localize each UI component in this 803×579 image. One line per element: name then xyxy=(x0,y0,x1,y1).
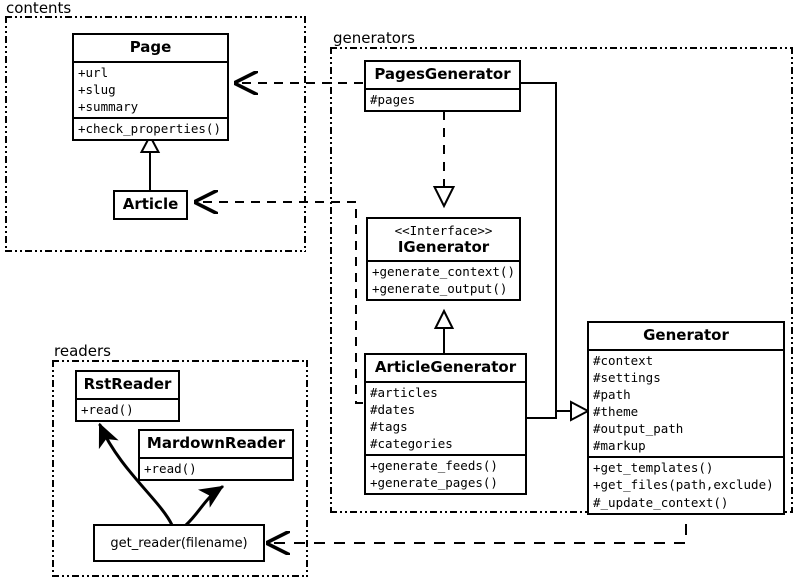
class-igenerator-title: <<Interface>> IGenerator xyxy=(368,219,519,260)
class-member: #dates xyxy=(370,401,416,417)
class-member: +generate_context() xyxy=(372,264,515,280)
class-member: +generate_output() xyxy=(372,281,508,297)
class-generator-title: Generator xyxy=(643,326,729,344)
class-member: #output_path xyxy=(593,421,684,436)
class-member: +get_files(path,exclude) xyxy=(593,477,774,493)
class-rst-reader-title: RstReader xyxy=(83,375,172,393)
class-igenerator-stereotype: <<Interface>> xyxy=(394,223,493,238)
class-article-title: Article xyxy=(122,195,179,213)
class-generator-methods: +get_templates() +get_files(path,exclude… xyxy=(589,456,783,512)
class-page-methods: +check_properties() xyxy=(74,116,227,139)
class-member: #context xyxy=(593,352,654,368)
class-page-attributes: +url +slug +summary xyxy=(74,60,227,117)
class-member: #tags xyxy=(370,418,408,434)
class-member: #theme xyxy=(593,403,639,419)
class-member: +generate_feeds() xyxy=(370,458,498,473)
class-member: +read() xyxy=(81,401,134,417)
package-label-readers: readers xyxy=(52,342,113,360)
class-member: +summary xyxy=(78,98,139,114)
class-member: +generate_pages() xyxy=(370,475,498,491)
class-page-title: Page xyxy=(129,38,172,56)
class-member: #articles xyxy=(370,384,438,400)
class-pages-generator-attributes: #pages xyxy=(366,87,519,110)
package-label-generators: generators xyxy=(331,29,417,47)
class-igenerator[interactable]: <<Interface>> IGenerator +generate_conte… xyxy=(366,217,521,302)
function-get-reader-label: get_reader(filename) xyxy=(110,535,248,551)
class-article[interactable]: Article xyxy=(113,190,188,220)
class-member: #path xyxy=(593,386,631,402)
class-article-generator-attributes: #articles #dates #tags #categories xyxy=(366,380,525,455)
class-member: +check_properties() xyxy=(78,120,221,136)
class-member: #_update_context() xyxy=(593,494,729,510)
class-generator[interactable]: Generator #context #settings #path #them… xyxy=(587,321,785,515)
class-article-generator[interactable]: ArticleGenerator #articles #dates #tags … xyxy=(364,353,527,496)
class-member: +url xyxy=(78,64,109,80)
class-page[interactable]: Page +url +slug +summary +check_properti… xyxy=(72,33,229,141)
class-article-generator-title: ArticleGenerator xyxy=(374,358,517,376)
function-get-reader[interactable]: get_reader(filename) xyxy=(93,524,265,562)
class-generator-attributes: #context #settings #path #theme #output_… xyxy=(589,348,783,457)
class-member: #markup xyxy=(593,438,646,454)
package-label-contents: contents xyxy=(4,0,74,17)
class-igenerator-name: IGenerator xyxy=(397,237,490,256)
class-mardown-reader-methods: +read() xyxy=(140,456,292,479)
class-article-generator-methods: +generate_feeds() +generate_pages() xyxy=(366,454,525,493)
class-pages-generator-title: PagesGenerator xyxy=(374,65,511,83)
class-member: #pages xyxy=(370,91,416,107)
class-mardown-reader[interactable]: MardownReader +read() xyxy=(138,429,294,481)
class-igenerator-methods: +generate_context() +generate_output() xyxy=(368,260,519,299)
class-member: +get_templates() xyxy=(593,460,714,476)
class-pages-generator[interactable]: PagesGenerator #pages xyxy=(364,60,521,112)
class-member: #settings xyxy=(593,369,661,385)
class-member: +read() xyxy=(144,460,197,476)
class-rst-reader[interactable]: RstReader +read() xyxy=(75,370,180,422)
class-rst-reader-methods: +read() xyxy=(77,397,178,420)
class-member: +slug xyxy=(78,81,116,97)
class-member: #categories xyxy=(370,435,453,451)
class-mardown-reader-title: MardownReader xyxy=(146,434,286,452)
